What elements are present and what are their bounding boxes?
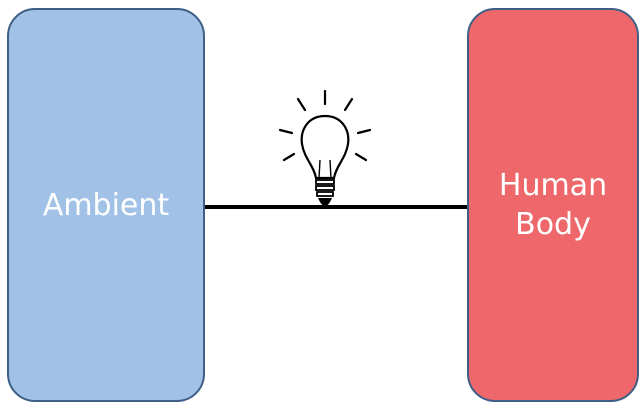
human-body-box: Human Body — [467, 8, 639, 402]
ambient-label: Ambient — [43, 186, 169, 225]
connector-line — [205, 205, 467, 209]
lightbulb-icon — [278, 89, 372, 206]
ambient-label-line-1: Ambient — [42, 187, 170, 223]
human-body-label-line-2: Body — [515, 207, 591, 242]
human-body-label-line-1: Human — [498, 168, 608, 203]
ambient-box: Ambient — [7, 8, 205, 402]
human-body-label: Human Body — [499, 166, 607, 244]
